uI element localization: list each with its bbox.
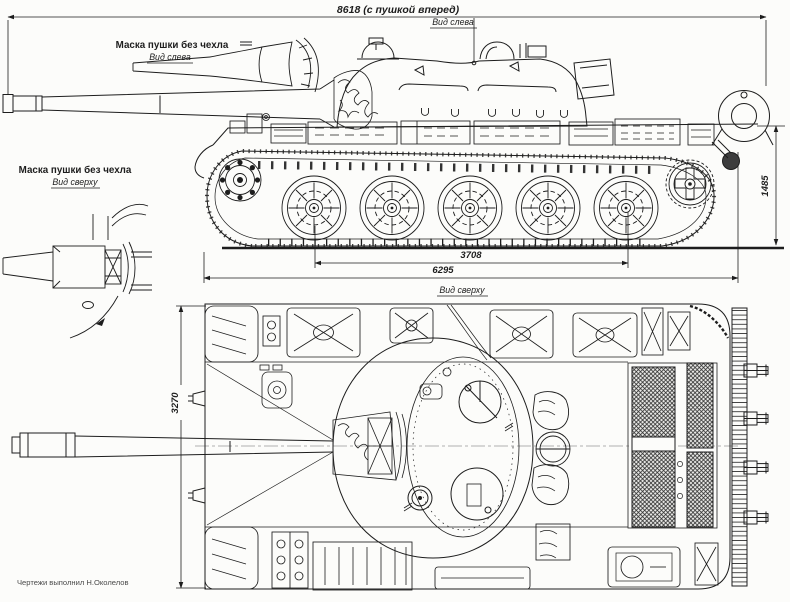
road-wheels xyxy=(281,175,659,241)
side-mantlet xyxy=(333,70,379,130)
hull-outline xyxy=(204,303,731,590)
dim-height-label: 1485 xyxy=(760,175,771,197)
mask-side-detail-drawing xyxy=(132,37,319,93)
tow-hook xyxy=(188,390,206,407)
view-top-label: Вид сверху xyxy=(439,285,485,295)
mask-side-title2: Маска пушки без чехла xyxy=(116,40,229,51)
track xyxy=(204,148,717,248)
top-gun-barrel xyxy=(11,432,334,458)
dim-track-contact-label: 3708 xyxy=(460,250,482,261)
engine-grilles xyxy=(627,362,718,529)
mask-top-title: Маска пушки без чехла xyxy=(19,165,132,176)
loader-hatch xyxy=(450,467,504,521)
mask-side-view-label: Вид слева xyxy=(149,52,191,62)
hull-nose xyxy=(194,144,214,179)
top-turret xyxy=(332,337,534,559)
side-turret xyxy=(336,18,615,128)
credit-text: Чертежи выполнил Н.Околелов xyxy=(17,578,129,587)
idler-wheel xyxy=(218,158,262,202)
dim-width-label: 3270 xyxy=(170,392,181,414)
top-fender-stowage xyxy=(204,304,730,363)
mask-top-detail-drawing xyxy=(2,203,152,339)
fender-stowage xyxy=(229,113,715,146)
dim-overall-length-label: 8618 (с пушкой вперед) xyxy=(337,4,460,16)
driver-hatch xyxy=(259,364,293,409)
top-view-drawing xyxy=(11,303,769,591)
fender-line xyxy=(212,123,759,146)
mud-scraper xyxy=(711,139,732,159)
dim-hull-length-label: 6295 xyxy=(432,265,454,276)
side-gun-barrel xyxy=(2,79,335,128)
tow-hook xyxy=(188,487,206,504)
fan-cover xyxy=(531,391,571,506)
view-left-label: Вид слева xyxy=(432,17,474,27)
fuel-drum xyxy=(711,90,774,146)
side-view-drawing xyxy=(2,18,784,250)
dimension-annotations xyxy=(7,14,785,589)
drive-sprocket xyxy=(665,159,715,209)
mask-top-view-label: Вид сверху xyxy=(52,177,98,187)
unditching-log xyxy=(731,307,769,587)
hull-loops xyxy=(421,107,568,118)
bottom-fender-stowage xyxy=(204,523,719,591)
